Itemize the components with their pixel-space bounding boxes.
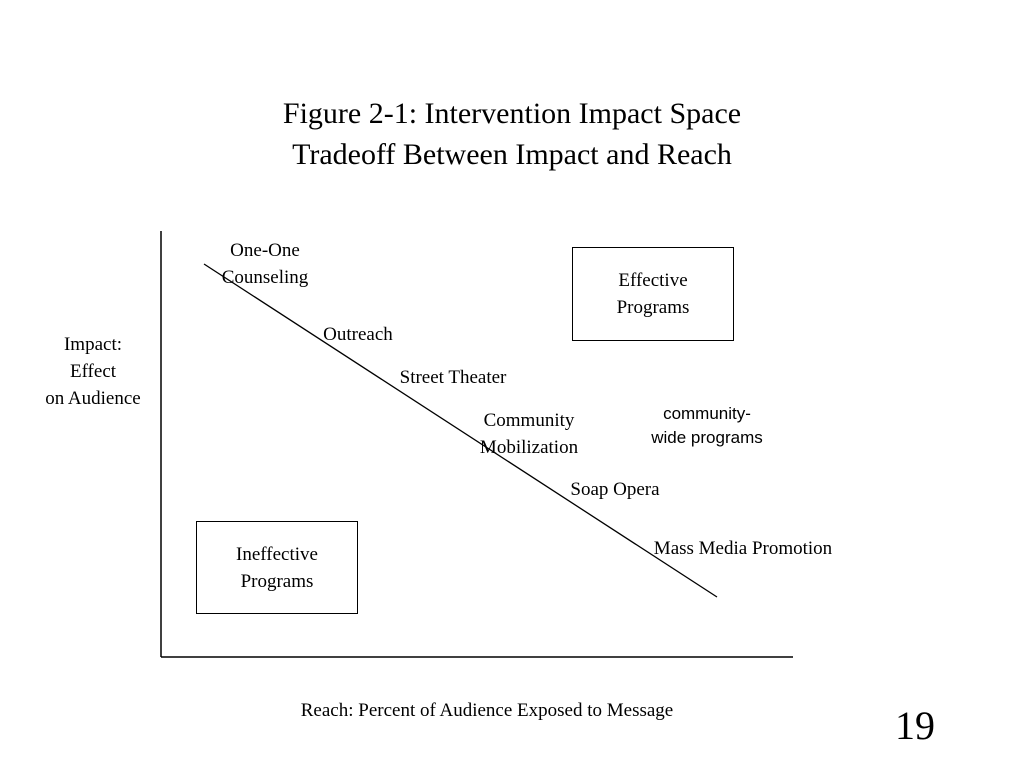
box-label-line: Programs bbox=[240, 570, 314, 592]
program-label-soap-opera: Soap Opera bbox=[570, 479, 660, 500]
y-axis-label-line: Effect bbox=[69, 361, 117, 382]
program-label-line: Mobilization bbox=[479, 437, 579, 458]
tradeoff-line bbox=[203, 263, 718, 598]
box-label-line: Ineffective bbox=[236, 543, 318, 565]
program-label-line: Community bbox=[483, 410, 575, 431]
program-label-one-one-counseling: One-One Counseling bbox=[195, 237, 335, 291]
program-label-line: Counseling bbox=[221, 267, 309, 288]
community-wide-programs-note: community- wide programs bbox=[627, 402, 787, 450]
figure-title-line-2: Tradeoff Between Impact and Reach bbox=[292, 138, 732, 171]
ineffective-programs-box: Ineffective Programs bbox=[196, 521, 358, 614]
box-label-line: Programs bbox=[616, 297, 690, 318]
annotation-line: community- bbox=[663, 404, 751, 423]
annotation-line: wide programs bbox=[651, 428, 763, 447]
figure-title-line-1: Figure 2-1: Intervention Impact Space bbox=[282, 97, 742, 130]
program-label-mass-media-promotion: Mass Media Promotion bbox=[653, 538, 833, 559]
program-label-street-theater: Street Theater bbox=[399, 367, 507, 388]
program-label-community-mobilization: Community Mobilization bbox=[459, 407, 599, 461]
x-axis-label: Reach: Percent of Audience Exposed to Me… bbox=[300, 700, 674, 721]
y-axis-label-line: Impact: bbox=[63, 334, 123, 355]
y-axis-label: Impact: Effect on Audience bbox=[30, 331, 156, 412]
page-number: 19 bbox=[895, 703, 935, 748]
effective-programs-box: Effective Programs bbox=[572, 247, 734, 341]
program-label-line: One-One bbox=[230, 240, 300, 261]
box-label-line: Effective bbox=[618, 270, 688, 291]
program-label-outreach: Outreach bbox=[323, 324, 393, 345]
y-axis-label-line: on Audience bbox=[45, 388, 141, 409]
